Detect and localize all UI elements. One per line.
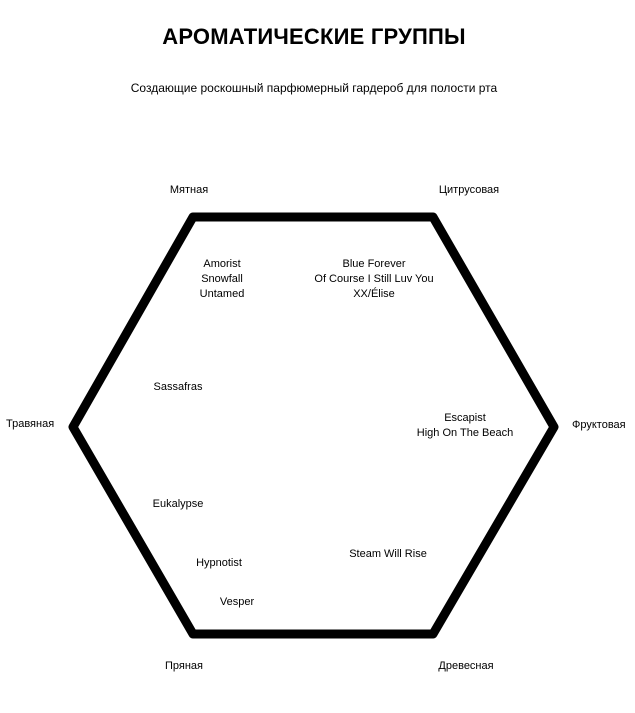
fragrance-group-eukalypse: Eukalypse	[153, 497, 204, 512]
fragrance-name: Eukalypse	[152, 498, 204, 510]
fragrance-name: Hypnotist	[196, 557, 242, 569]
hexagon-outline	[68, 212, 559, 639]
fragrance-group-hypnotist: Hypnotist	[196, 556, 242, 571]
fragrance-name: Steam Will Rise	[349, 548, 427, 560]
fragrance-name: Sassafras	[153, 381, 203, 393]
fragrance-group-herbal: Sassafras	[154, 380, 203, 395]
page-subtitle: Создающие роскошный парфюмерный гардероб…	[130, 81, 498, 95]
fragrance-name: Of Course I Still Luv You	[314, 273, 434, 285]
fragrance-name: Untamed	[199, 288, 245, 300]
fragrance-name: XX/Élise	[353, 288, 395, 300]
corner-label-spicy: Пряная	[164, 660, 204, 672]
corner-label-woody: Древесная	[438, 660, 494, 672]
corner-label-fruity: Фруктовая	[572, 419, 626, 431]
fragrance-name: Amorist	[203, 258, 241, 270]
corner-label-mint: Мятная	[169, 184, 209, 196]
corner-label-citrus: Цитрусовая	[438, 184, 500, 196]
page-title: АРОМАТИЧЕСКИЕ ГРУППЫ	[162, 24, 466, 49]
corner-label-herbal: Травяная	[6, 418, 55, 430]
fragrance-name: Escapist	[444, 412, 486, 424]
fragrance-name: Snowfall	[201, 273, 243, 285]
fragrance-name: High On The Beach	[416, 427, 514, 439]
fragrance-name: Vesper	[219, 596, 255, 608]
fragrance-group-woody: Steam Will Rise	[349, 547, 427, 562]
fragrance-group-vesper: Vesper	[220, 595, 254, 610]
fragrance-name: Blue Forever	[342, 258, 406, 270]
